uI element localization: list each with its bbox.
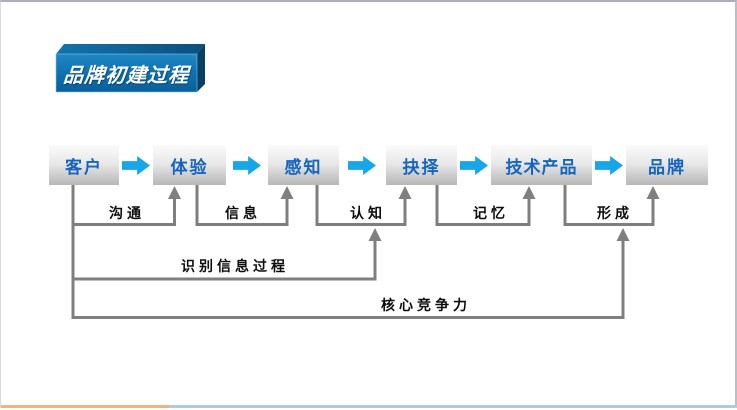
banner-side-face [197,44,205,92]
edge-label-memory: 记忆 [473,205,509,221]
right-arrow-icon [233,156,261,175]
right-arrow-icon [122,156,150,175]
flow-node-perception: 感知 [268,145,339,185]
page-title: 品牌初建过程 [62,64,191,87]
arrowhead-up-icon [168,186,181,199]
flow-node-label: 体验 [170,157,209,177]
right-arrow-icon [460,156,488,175]
banner-top-face [56,44,205,54]
edge-label-communication: 沟通 [109,205,145,221]
flow-node-label: 技术产品 [505,157,578,177]
edge-label-recognition-process: 识别信息过程 [181,258,289,274]
title-banner: 品牌初建过程 [47,40,217,98]
edge-label-information: 信息 [225,205,261,221]
flow-node-decision: 抉择 [386,145,457,185]
footer-strip-orange [1,405,169,408]
flow-node-label: 品牌 [648,157,686,177]
footer-strip-blue [169,405,737,408]
edge-label-cognition: 认知 [350,205,386,221]
arrowhead-up-icon [368,228,382,241]
right-arrow-icon [595,156,623,175]
arrowhead-up-icon [280,186,294,199]
flow-node-tech-product: 技术产品 [491,145,592,185]
arrowhead-up-icon [522,186,536,199]
title-banner-3d-shape [55,44,205,93]
flow-node-label: 感知 [284,157,323,177]
banner-front-face [55,53,198,93]
flow-node-customer: 客户 [49,145,119,185]
edge-label-core-competitiveness: 核心竞争力 [381,297,471,313]
edge-label-formation: 形成 [597,205,633,221]
arrowhead-up-icon [398,186,412,199]
connector-core-competitiveness [71,241,625,319]
footer-accent-strip [1,405,737,408]
arrowhead-up-icon [646,186,660,199]
flow-node-label: 抉择 [402,157,441,177]
arrowhead-up-icon [616,228,630,241]
flow-node-experience: 体验 [153,145,226,185]
flow-node-brand: 品牌 [626,145,708,185]
right-arrow-icon [348,156,376,175]
flow-node-label: 客户 [65,157,103,177]
